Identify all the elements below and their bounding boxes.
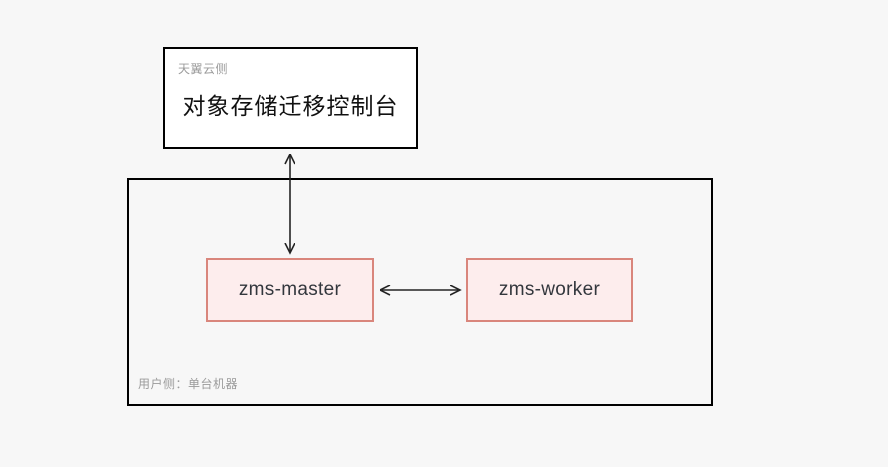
cloud-console-box[interactable]: 天翼云侧 对象存储迁移控制台 xyxy=(163,47,418,149)
node-zms-worker-label: zms-worker xyxy=(498,279,601,300)
cloud-console-tag: 天翼云侧 xyxy=(178,62,229,76)
user-host-box[interactable]: 用户侧：单台机器 xyxy=(127,178,713,406)
node-zms-master-label: zms-master xyxy=(238,279,342,300)
node-zms-worker[interactable]: zms-worker xyxy=(466,258,633,322)
node-zms-master[interactable]: zms-master xyxy=(206,258,374,322)
user-host-tag: 用户侧：单台机器 xyxy=(138,377,239,391)
cloud-console-title: 对象存储迁移控制台 xyxy=(182,93,399,119)
